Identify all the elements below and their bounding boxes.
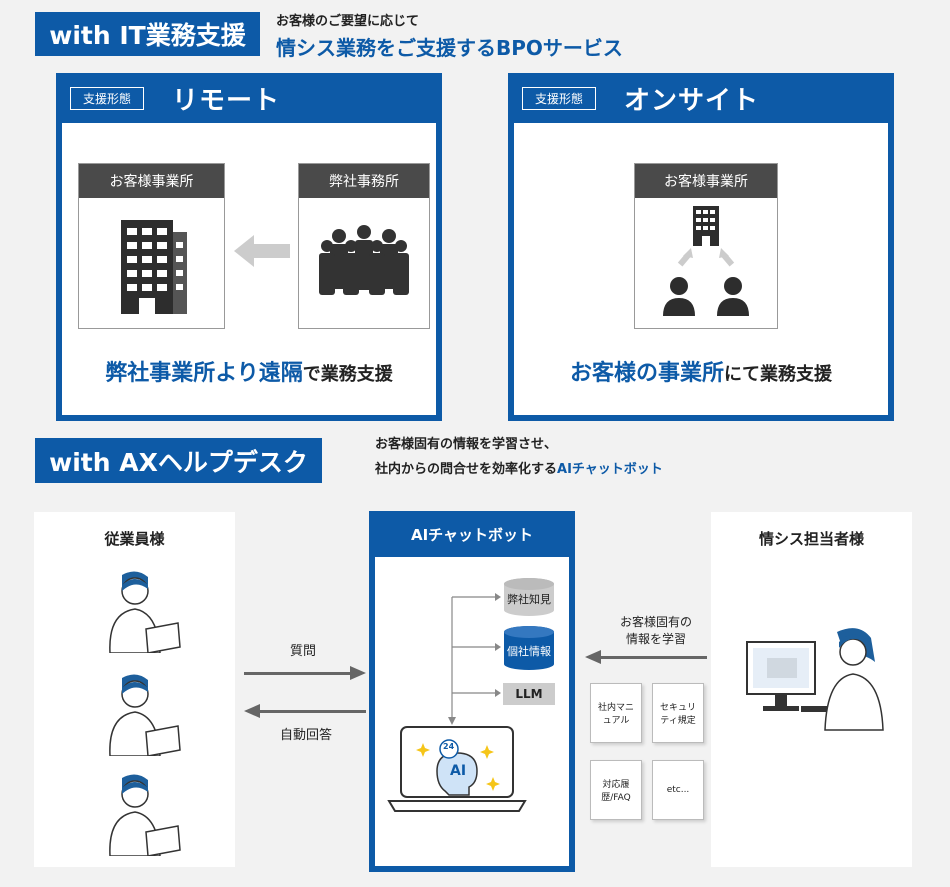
onsite-caption-small: にて業務支援: [724, 364, 832, 385]
remote-caption-small: で業務支援: [302, 364, 393, 385]
doc-manual: 社内マニュアル: [590, 683, 642, 743]
database-icon: [504, 626, 554, 670]
employee-at-laptop-icon: [109, 674, 181, 756]
section1-tag-text: with IT業務支援: [49, 21, 246, 50]
onsite-panel: 支援形態 オンサイト お客様事業所 お客: [508, 73, 894, 421]
section2-tag-text: with AXヘルプデスク: [49, 447, 308, 477]
database-knowhow-label: 弊社知見: [507, 593, 551, 606]
arrow-right-icon: [244, 666, 366, 680]
business-people-icon: [319, 225, 409, 295]
remote-caption: 弊社事業所より遠隔で業務支援: [62, 355, 436, 387]
llm-label: LLM: [515, 687, 543, 701]
employee-at-laptop-icon: [109, 571, 181, 653]
onsite-title: オンサイト: [624, 85, 760, 116]
staff-at-computer-icon: [746, 628, 884, 731]
remote-title: リモート: [172, 85, 281, 116]
onsite-caption-big: お客様の事業所: [569, 361, 724, 386]
employees-title: 従業員様: [104, 530, 165, 548]
database-client-info-label: 個社情報: [507, 645, 551, 658]
chatbot-panel: AIチャットボット 弊社知見 個社情報 LLM: [369, 511, 575, 872]
onsite-client-office-label: お客様事業所: [635, 164, 777, 198]
section1-tag: with IT業務支援: [35, 12, 260, 56]
remote-client-office-label: お客様事業所: [79, 164, 224, 198]
doc-etc: etc...: [652, 760, 704, 820]
ai-24h-badge: 24: [443, 742, 455, 751]
chatbot-connector-lines: [448, 593, 501, 725]
arrow-left-icon: [244, 704, 366, 718]
learn-label-line1: お客様固有の: [619, 615, 692, 629]
onsite-client-office-box: お客様事業所: [634, 163, 778, 329]
onsite-panel-body: お客様事業所 お客様の事業所にて業務支援: [514, 123, 888, 415]
section1-subtitle-large: 情シス業務をご支援するBPOサービス: [276, 36, 623, 60]
question-label: 質問: [290, 644, 317, 659]
learn-label: お客様固有の 情報を学習: [596, 614, 716, 648]
arrow-left-icon: [585, 650, 707, 664]
onsite-kind-label: 支援形態: [522, 86, 597, 110]
ai-text: AI: [450, 763, 467, 779]
learn-label-line2: 情報を学習: [625, 632, 686, 646]
auto-answer-label: 自動回答: [280, 728, 333, 743]
remote-our-office-label: 弊社事務所: [299, 164, 429, 198]
doc-faq-label: 対応履歴/FAQ: [601, 780, 631, 803]
section1-subtitle-small: お客様のご要望に応じて: [276, 14, 420, 29]
employees-column: 従業員様: [34, 512, 235, 867]
remote-client-office-box: お客様事業所: [78, 163, 225, 329]
doc-etc-label: etc...: [666, 785, 690, 795]
remote-kind-label: 支援形態: [70, 86, 145, 110]
doc-security-label: セキュリティ規定: [659, 703, 696, 726]
onsite-panel-header: 支援形態 オンサイト: [508, 73, 894, 123]
remote-panel-header: 支援形態 リモート: [56, 73, 442, 123]
llm-box: LLM: [503, 683, 555, 705]
remote-panel-body: お客様事業所 弊社事務所: [62, 123, 436, 415]
arrow-left-icon: [234, 235, 290, 267]
onsite-caption: お客様の事業所にて業務支援: [514, 355, 888, 387]
doc-manual-label: 社内マニュアル: [597, 703, 634, 726]
it-staff-column: 情シス担当者様: [711, 512, 912, 867]
chatbot-body: 弊社知見 個社情報 LLM AI 24: [375, 557, 569, 866]
section2-desc-line2: 社内からの問合せを効率化するAIチャットボット: [375, 458, 663, 477]
building-icon: [121, 220, 187, 314]
section2-desc-line1: お客様固有の情報を学習させ、: [375, 437, 558, 452]
employee-at-laptop-icon: [109, 774, 181, 856]
it-staff-title: 情シス担当者様: [758, 530, 864, 548]
onsite-office-people-icon: [663, 206, 749, 316]
remote-our-office-box: 弊社事務所: [298, 163, 430, 329]
section2-tag: with AXヘルプデスク: [35, 438, 322, 483]
remote-panel: 支援形態 リモート お客様事業所: [56, 73, 442, 421]
remote-caption-big: 弊社事業所より遠隔: [105, 361, 303, 386]
doc-security: セキュリティ規定: [652, 683, 704, 743]
section2-desc-prefix: 社内からの問合せを効率化する: [375, 462, 558, 477]
doc-faq: 対応履歴/FAQ: [590, 760, 642, 820]
ai-laptop-icon: [387, 726, 527, 812]
section2-desc-highlight: AIチャットボット: [557, 462, 663, 477]
chatbot-title: AIチャットボット: [410, 526, 534, 544]
database-icon: [504, 578, 554, 616]
